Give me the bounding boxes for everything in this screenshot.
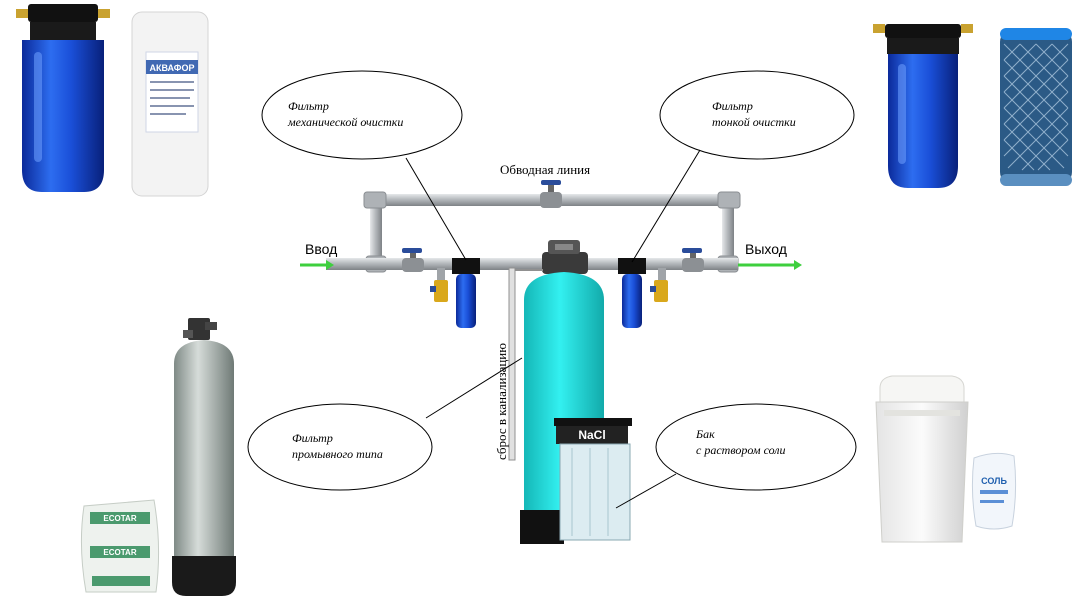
callout-brine-line1: Бак [696, 427, 715, 441]
inlet-sample-tap [430, 268, 448, 302]
bypass-label: Обводная линия [500, 162, 591, 177]
cartridge-brand-text: АКВАФОР [149, 63, 194, 73]
brine-tank-label: NaCl [578, 428, 605, 442]
photo-mech-cartridge: АКВАФОР [131, 11, 209, 197]
photo-filter-media-bags: ECOTAR ECOTAR [80, 499, 160, 593]
media-bag-brand-1: ECOTAR [103, 514, 136, 523]
media-bag-brand-2: ECOTAR [103, 548, 136, 557]
bypass-valve [540, 180, 562, 208]
photo-brine-tank [875, 375, 969, 543]
callout-mech-line2: механической очистки [288, 115, 404, 129]
callout-brine-line2: с раствором соли [696, 443, 786, 457]
inlet-ball-valve [402, 248, 424, 272]
callout-mech-filter [261, 70, 463, 160]
outlet-sample-tap [650, 268, 668, 302]
callout-mech-line1: Фильтр [288, 99, 329, 113]
photo-fine-filter-housing [873, 24, 973, 188]
outlet-arrow [738, 260, 802, 270]
inlet-arrow [300, 260, 334, 270]
inlet-label: Ввод [305, 241, 338, 257]
photo-pressure-tank [172, 318, 236, 596]
control-valve-head [542, 240, 588, 274]
main-pipe [326, 258, 738, 270]
salt-bag-text: СОЛЬ [981, 476, 1007, 486]
callout-backwash-filter [247, 403, 433, 491]
callout-backwash-line2: промывного типа [292, 447, 383, 461]
callout-backwash-line1: Фильтр [292, 431, 333, 445]
mech-filter-housing [452, 258, 480, 328]
callout-fine-line1: Фильтр [712, 99, 753, 113]
outlet-label: Выход [745, 241, 787, 257]
photo-mech-filter-housing [16, 4, 110, 192]
callout-brine-text: Бак с раствором соли [696, 426, 786, 458]
callout-leaders [405, 149, 701, 509]
callout-mech-text: Фильтр механической очистки [288, 98, 403, 130]
drain-label: сброс в канализацию [494, 343, 509, 460]
photo-salt-bag: СОЛЬ [971, 452, 1017, 530]
callout-fine-text: Фильтр тонкой очистки [712, 98, 796, 130]
photo-fine-cartridge [1000, 28, 1072, 186]
fine-filter-housing [618, 258, 646, 328]
callout-backwash-text: Фильтр промывного типа [292, 430, 383, 462]
callout-fine-line2: тонкой очистки [712, 115, 796, 129]
brine-tank: NaCl [554, 418, 632, 541]
callout-brine-tank [655, 403, 857, 491]
outlet-ball-valve [682, 248, 704, 272]
callout-fine-filter [659, 70, 855, 160]
